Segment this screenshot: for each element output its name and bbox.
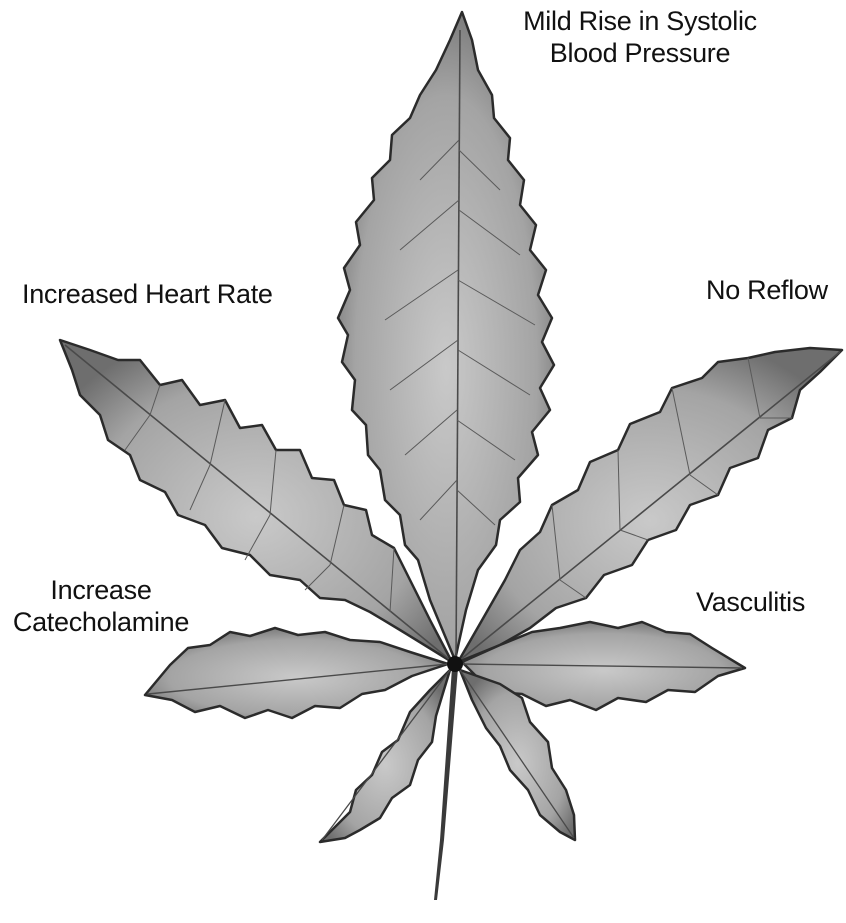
label-systolic-blood-pressure: Mild Rise in Systolic Blood Pressure <box>500 5 780 69</box>
label-no-reflow-text: No Reflow <box>706 274 828 306</box>
leaf-center-node <box>447 656 463 672</box>
leaflet-lower-left <box>145 628 448 718</box>
label-vasculitis: Vasculitis <box>696 586 805 618</box>
label-systolic-line1: Mild Rise in Systolic <box>500 5 780 37</box>
label-systolic-line2: Blood Pressure <box>500 37 780 69</box>
label-heart-rate-text: Increased Heart Rate <box>22 278 273 310</box>
label-catecholamine-line1: Increase <box>3 574 199 606</box>
label-catecholamine-line2: Catecholamine <box>3 606 199 638</box>
label-vasculitis-text: Vasculitis <box>696 586 805 618</box>
label-no-reflow: No Reflow <box>706 274 828 306</box>
label-increased-heart-rate: Increased Heart Rate <box>22 278 273 310</box>
label-increase-catecholamine: Increase Catecholamine <box>3 574 199 638</box>
